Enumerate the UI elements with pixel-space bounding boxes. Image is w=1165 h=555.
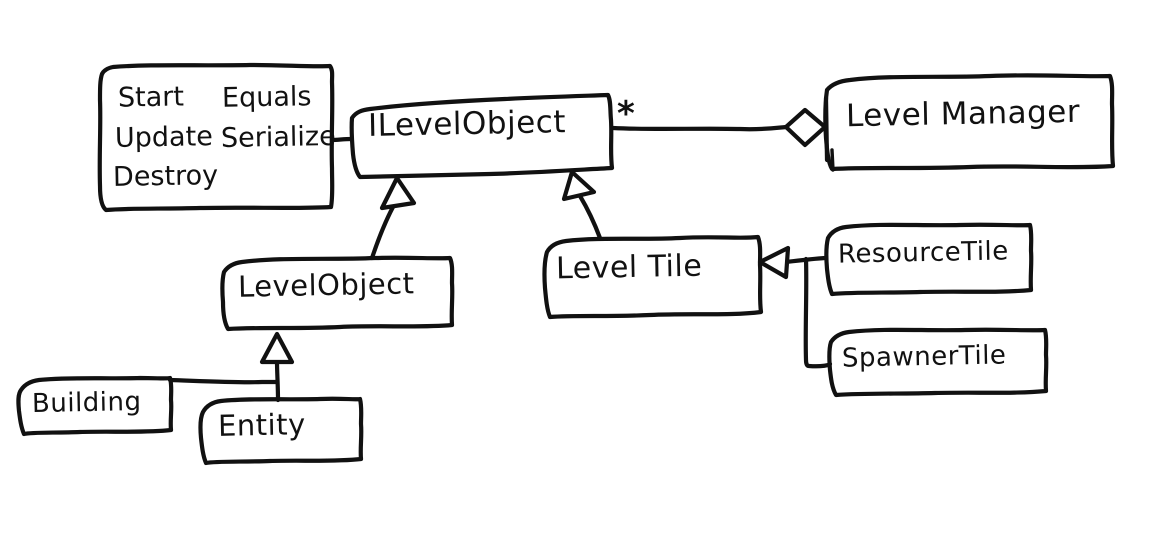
levelmanager-edge-tick-2 <box>830 148 835 172</box>
inheritance-triangle-leveltile-children-icon <box>757 245 791 280</box>
entity-box <box>198 396 364 466</box>
spawnertile-box <box>827 327 1049 398</box>
note-to-ilevelobject-link <box>329 136 354 143</box>
levelobject-box <box>220 255 455 332</box>
inheritance-triangle-levelobject-icon <box>379 175 417 211</box>
inheritance-line-entity-levelobject <box>274 359 281 403</box>
inheritance-line-levelobject-ilevelobject <box>369 202 397 261</box>
methods-note-box <box>97 62 335 213</box>
levelmanager-edge-tick <box>823 95 830 163</box>
inheritance-triangle-levelobject-children-icon <box>259 331 295 365</box>
inheritance-line-leveltile-ilevelobject <box>577 193 603 241</box>
aggregation-line-ilevelobject-levelmanager <box>610 124 789 132</box>
leveltile-box <box>542 234 764 320</box>
inheritance-line-building-levelobject <box>167 377 280 385</box>
inheritance-triangle-leveltile-icon <box>561 169 597 202</box>
inheritance-tree-stem-tiles <box>803 256 833 369</box>
resourcetile-box <box>824 222 1034 297</box>
levelmanager-box <box>823 73 1116 172</box>
building-box <box>16 375 174 437</box>
ilevelobject-box <box>349 92 615 180</box>
aggregation-diamond-icon <box>783 107 828 148</box>
